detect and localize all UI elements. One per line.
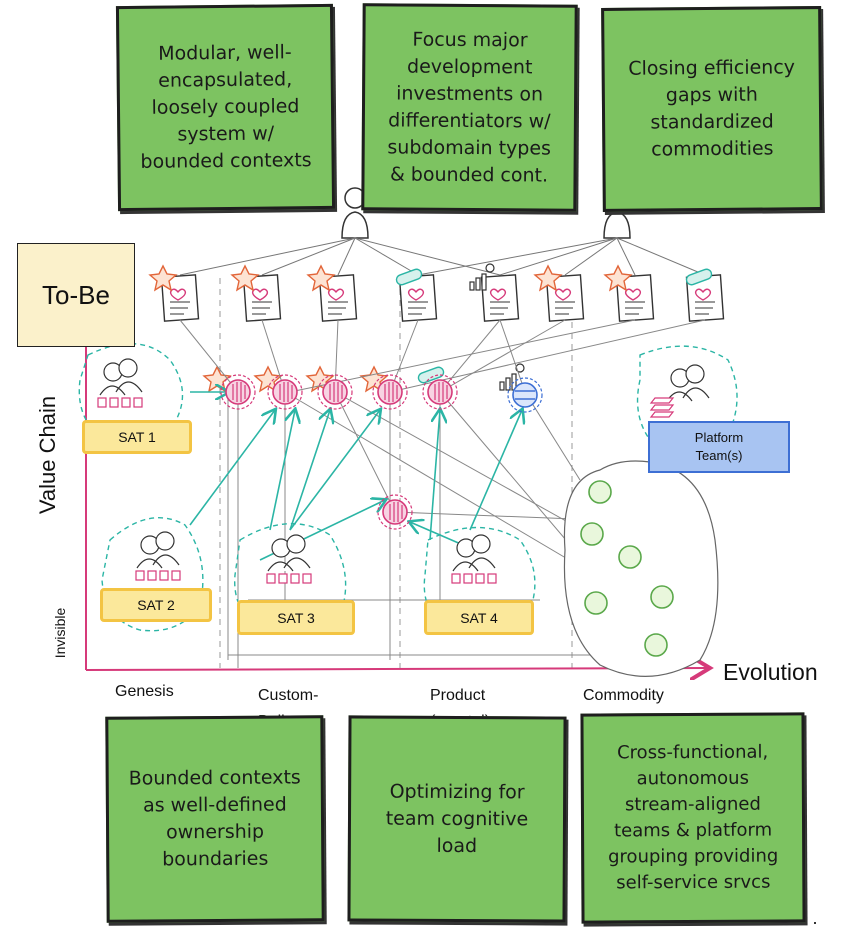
team-people-sat2 <box>135 531 181 581</box>
team-label-sat2: SAT 2 <box>100 588 212 622</box>
team-label-platform: Platform Team(s) <box>648 421 790 473</box>
y-axis-low-label: Invisible <box>52 607 68 659</box>
axes <box>85 335 708 670</box>
sticky-note-bottom-2: Optimizing for team cognitive load <box>347 715 567 923</box>
team-people-sat3 <box>266 534 312 584</box>
handshake-icons <box>395 268 713 384</box>
component-1 <box>220 374 256 410</box>
sticky-note-bottom-3: Cross-functional, autonomous stream-alig… <box>580 712 806 924</box>
team-label-sat3: SAT 3 <box>237 600 355 635</box>
sticky-text-top-1: Modular, well- encapsulated, loosely cou… <box>140 41 312 173</box>
component-4 <box>372 374 408 410</box>
component-2 <box>267 374 303 410</box>
team-label-sat1: SAT 1 <box>82 420 192 454</box>
team-people-platform <box>649 364 710 418</box>
sticky-text-bottom-1: Bounded contexts as well-defined ownersh… <box>128 766 301 871</box>
sticky-note-top-3: Closing efficiency gaps with standardize… <box>601 6 823 212</box>
team-people-sat4 <box>451 534 497 584</box>
components <box>220 374 543 530</box>
team-label-sat4: SAT 4 <box>424 600 534 635</box>
team-people-sat1 <box>97 358 143 408</box>
stage-genesis: Genesis <box>115 683 174 700</box>
sticky-note-top-1: Modular, well- encapsulated, loosely cou… <box>115 3 336 212</box>
heart-icons <box>169 288 712 301</box>
component-commodity <box>507 377 543 413</box>
y-axis-label: Value Chain <box>35 395 60 515</box>
state-label: To-Be <box>17 243 135 347</box>
component-6 <box>377 494 413 530</box>
component-5 <box>422 374 458 410</box>
stage-custom-built: Custom- Built <box>258 687 319 719</box>
sticky-text-top-3: Closing efficiency gaps with standardize… <box>628 56 796 161</box>
sticky-note-top-2: Focus major development investments on d… <box>361 3 578 212</box>
stray-dot <box>814 922 816 924</box>
platform-blob <box>563 460 719 677</box>
sticky-text-bottom-2: Optimizing for team cognitive load <box>385 780 529 857</box>
x-axis-label: Evolution <box>723 659 818 685</box>
sticky-text-bottom-3: Cross-functional, autonomous stream-alig… <box>608 741 779 894</box>
sticky-note-bottom-1: Bounded contexts as well-defined ownersh… <box>105 715 325 923</box>
user-need-links <box>179 237 706 276</box>
stage-product: Product (+rental) <box>430 687 490 719</box>
component-3 <box>317 374 353 410</box>
team-people-icons <box>97 358 710 584</box>
star-icons <box>148 264 633 393</box>
sticky-text-top-2: Focus major development investments on d… <box>387 28 552 187</box>
team-ownership-arrows <box>189 392 522 561</box>
